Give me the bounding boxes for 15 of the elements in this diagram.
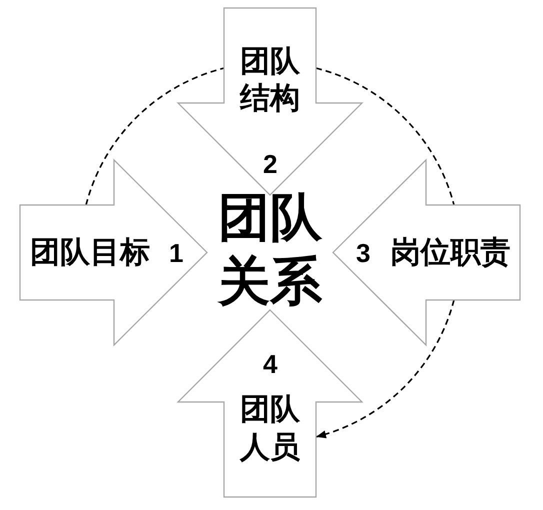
arrow-label: 岗位职责	[390, 235, 510, 271]
curved-line	[316, 67, 455, 206]
block-arrow	[333, 160, 520, 345]
curved-line	[85, 67, 224, 206]
arrow-label: 团队人员	[238, 392, 301, 466]
center-title: 团队关系	[216, 188, 324, 313]
arrow-label: 团队结构	[238, 44, 301, 117]
arrow-label: 团队目标	[30, 235, 150, 271]
block-arrow	[178, 310, 362, 497]
curved-arrow	[316, 300, 455, 438]
block-arrow	[20, 160, 207, 345]
step-number: 1	[169, 238, 184, 268]
step-number: 3	[356, 238, 370, 268]
step-number: 2	[263, 148, 278, 178]
step-number: 4	[263, 348, 278, 378]
